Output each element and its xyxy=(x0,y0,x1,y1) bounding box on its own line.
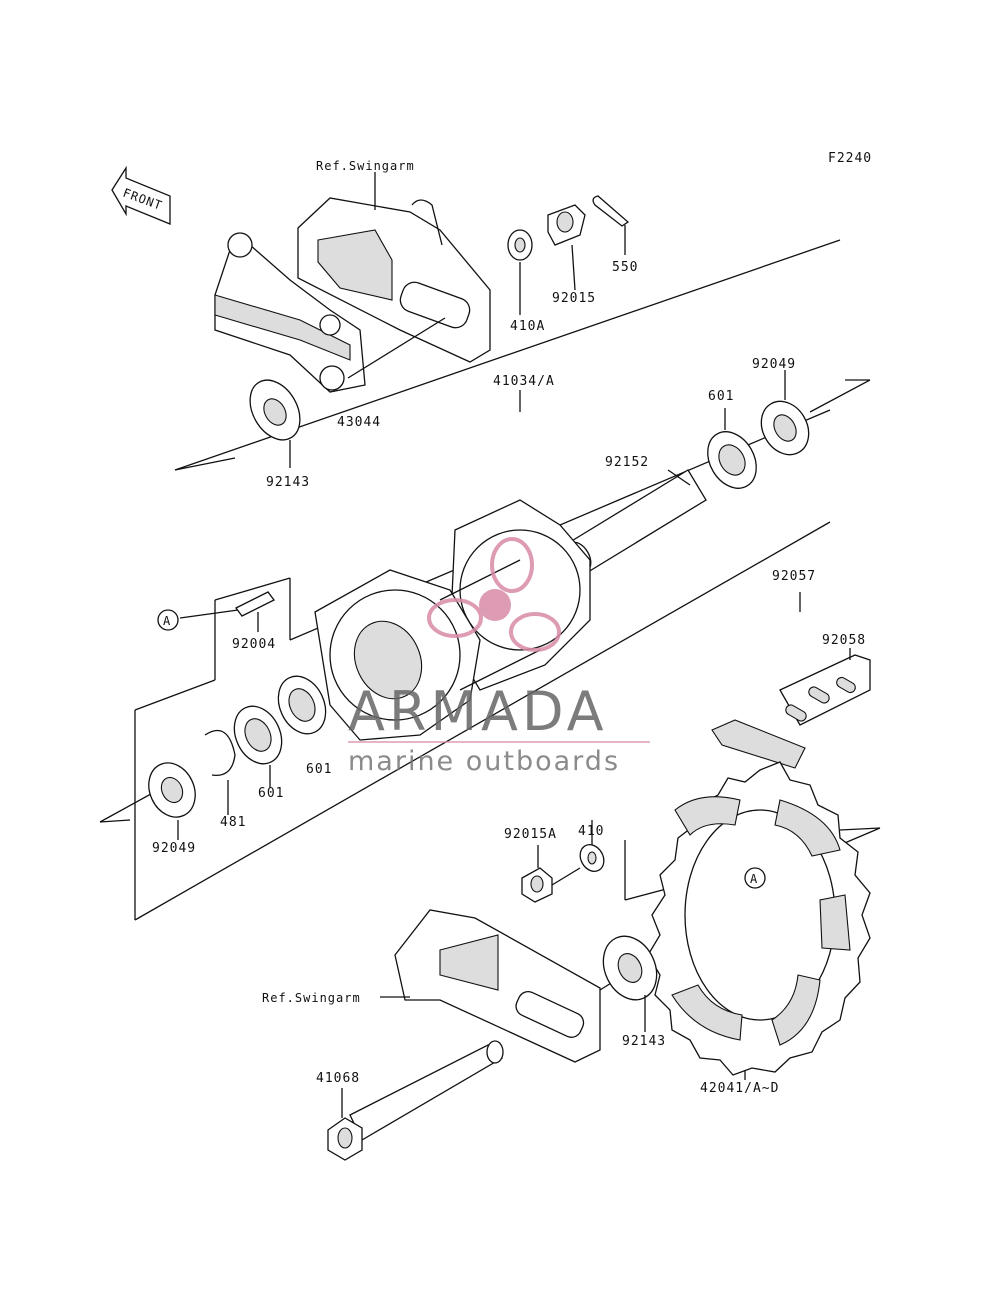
armada-logo-icon xyxy=(427,537,561,652)
ref-swingarm-top: Ref.Swingarm xyxy=(316,159,415,173)
front-arrow-icon: FRONT xyxy=(111,165,171,225)
label-92004: 92004 xyxy=(232,637,276,652)
bearing-601-top xyxy=(707,408,757,489)
label-41068: 41068 xyxy=(316,1071,360,1086)
label-92143-top: 92143 xyxy=(266,475,310,490)
callout-a-left: A xyxy=(157,609,179,631)
ref-swingarm-low: Ref.Swingarm xyxy=(262,991,361,1005)
seal-92049-low xyxy=(148,762,196,840)
label-601-low: 601 xyxy=(258,786,284,801)
label-92057: 92057 xyxy=(772,569,816,584)
swingarm-ref-top: Ref.Swingarm xyxy=(297,159,491,363)
label-92015a: 92015A xyxy=(504,827,557,842)
label-550: 550 xyxy=(612,260,638,275)
label-410: 410 xyxy=(578,824,604,839)
bearing-601-low xyxy=(233,705,283,788)
label-481: 481 xyxy=(220,815,246,830)
watermark-brand: ARMADA xyxy=(348,680,608,743)
watermark-tagline: marine outboards xyxy=(348,746,620,777)
label-92049-low: 92049 xyxy=(152,841,196,856)
axle-bolt-41068 xyxy=(327,1040,504,1161)
label-43044: 43044 xyxy=(337,415,381,430)
label-601-top: 601 xyxy=(708,389,734,404)
master-link-92058 xyxy=(779,648,871,726)
label-42041: 42041/A~D xyxy=(700,1081,779,1096)
washer-410a xyxy=(507,229,533,315)
washer-410 xyxy=(579,820,605,872)
bearing-601-mid xyxy=(277,675,327,735)
chain-92057 xyxy=(711,592,806,769)
watermark: ARMADA marine outboards xyxy=(348,537,650,777)
circlip-481 xyxy=(204,729,236,815)
nut-92015 xyxy=(547,204,586,291)
label-92058: 92058 xyxy=(822,633,866,648)
stud-92004 xyxy=(179,591,275,632)
label-601-mid: 601 xyxy=(306,762,332,777)
figure-code: F2240 xyxy=(828,151,872,166)
label-41034a: 41034/A xyxy=(493,374,555,389)
label-92152: 92152 xyxy=(605,455,649,470)
sprocket-42041: A xyxy=(647,761,871,1080)
svg-text:A: A xyxy=(163,614,171,628)
part-labels: 550 92015 410A 43044 92143 41034/A 601 9… xyxy=(152,260,866,1096)
swingarm-ref-low: Ref.Swingarm xyxy=(262,909,601,1063)
label-92015: 92015 xyxy=(552,291,596,306)
callout-a-right: A xyxy=(750,872,758,886)
collar-92143-top xyxy=(249,379,301,468)
label-410a: 410A xyxy=(510,319,545,334)
nut-92015a xyxy=(521,845,581,903)
label-92049-top: 92049 xyxy=(752,357,796,372)
cotter-pin-550 xyxy=(592,195,630,255)
collar-92143-low xyxy=(602,935,658,1032)
chain-adjuster xyxy=(214,232,446,393)
seal-92049-top xyxy=(760,370,810,456)
label-92143-low: 92143 xyxy=(622,1034,666,1049)
